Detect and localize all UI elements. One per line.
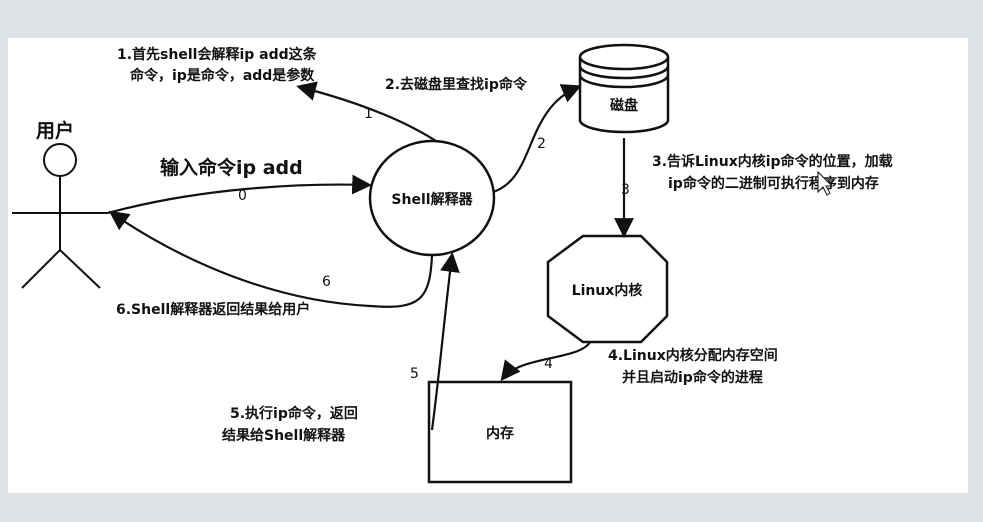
disk-node-label: 磁盘 (610, 97, 638, 114)
disk-node (578, 43, 670, 134)
step3-line1: 3.告诉Linux内核ip命令的位置，加载 (652, 153, 893, 170)
edge-number-5: 5 (410, 366, 419, 382)
step1-line2: 命令，ip是命令，add是参数 (129, 67, 315, 84)
step5-line2: 结果给Shell解释器 (222, 427, 346, 444)
step5-line1: 5.执行ip命令，返回 (230, 405, 358, 422)
user-label: 用户 (36, 119, 74, 142)
edge-number-3: 3 (621, 182, 630, 198)
edge-6-shell-to-user (108, 210, 434, 308)
kernel-node (546, 234, 669, 344)
edge-1-shell-to-parse (296, 81, 437, 142)
mouse-cursor-icon (817, 170, 834, 196)
input-command-label: 输入命令ip add (160, 156, 303, 179)
shell-node-label: Shell解释器 (391, 191, 473, 208)
edge-4-kernel-to-memory (500, 341, 591, 382)
memory-node (427, 380, 573, 484)
step6-label: 6.Shell解释器返回结果给用户 (116, 301, 310, 318)
step4-line1: 4.Linux内核分配内存空间 (608, 347, 778, 364)
edge-0-user-to-shell (107, 174, 372, 215)
step3-line2: ip命令的二进制可执行程序到内存 (668, 175, 879, 192)
step2-label: 2.去磁盘里查找ip命令 (385, 76, 528, 93)
step4-line2: 并且启动ip命令的进程 (622, 369, 763, 386)
edge-2-shell-to-disk (492, 84, 582, 194)
edge-number-6: 6 (322, 274, 331, 290)
edge-number-0: 0 (238, 188, 247, 204)
edge-number-4: 4 (544, 356, 553, 372)
memory-node-label: 内存 (486, 425, 514, 442)
edge-number-1: 1 (364, 106, 373, 122)
step1-line1: 1.首先shell会解释ip add这条 (117, 46, 318, 63)
kernel-node-label: Linux内核 (572, 282, 643, 299)
edge-5-memory-to-shell (430, 252, 460, 431)
edge-number-2: 2 (537, 136, 546, 152)
user-stick-figure (12, 143, 108, 289)
